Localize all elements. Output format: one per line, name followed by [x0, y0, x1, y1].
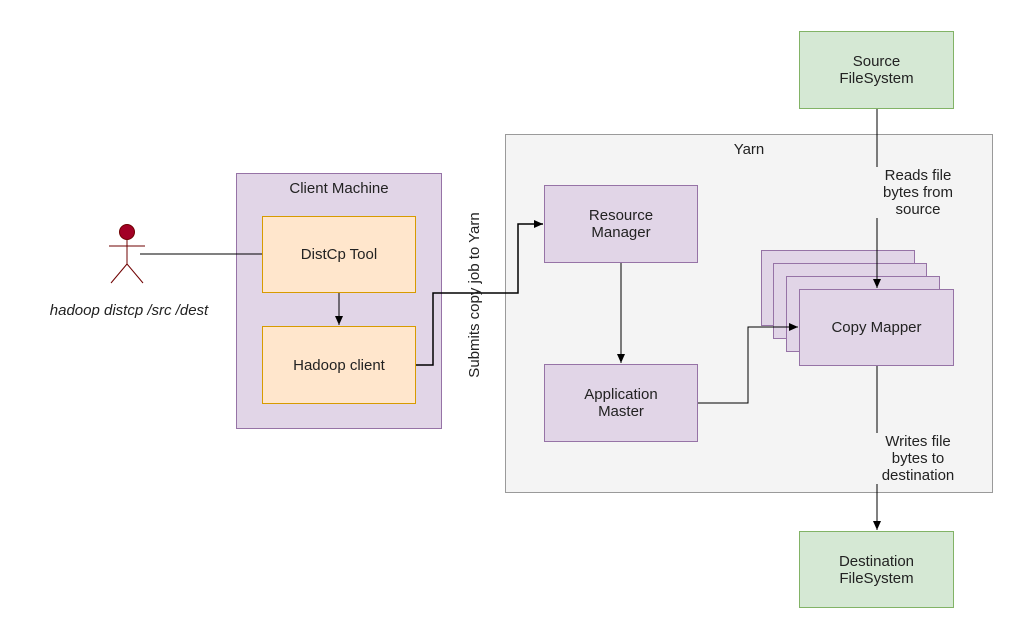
actor-figure	[109, 224, 145, 284]
hadoop-client-box: Hadoop client	[262, 326, 416, 404]
source-filesystem-box: Source FileSystem	[799, 31, 954, 109]
actor-leg-right	[126, 263, 144, 284]
destination-filesystem-box: Destination FileSystem	[799, 531, 954, 608]
submit-job-label: Submits copy job to Yarn	[466, 212, 483, 378]
copy-mapper-box: Copy Mapper	[799, 289, 954, 366]
am-to-copy-mapper-arrow	[698, 323, 798, 404]
actor-leg-left	[110, 263, 128, 284]
resource-manager-box: Resource Manager	[544, 185, 698, 263]
distcp-tool-box: DistCp Tool	[262, 216, 416, 293]
client-machine-label: Client Machine	[289, 180, 389, 197]
reads-file-label: Reads file bytes from source	[868, 167, 968, 218]
writes-file-label: Writes file bytes to destination	[868, 433, 968, 484]
actor-head	[119, 224, 135, 240]
submit-job-arrow	[416, 220, 543, 366]
actor-command-text: hadoop distcp /src /dest	[49, 302, 209, 319]
yarn-label: Yarn	[733, 141, 765, 158]
application-master-box: Application Master	[544, 364, 698, 442]
